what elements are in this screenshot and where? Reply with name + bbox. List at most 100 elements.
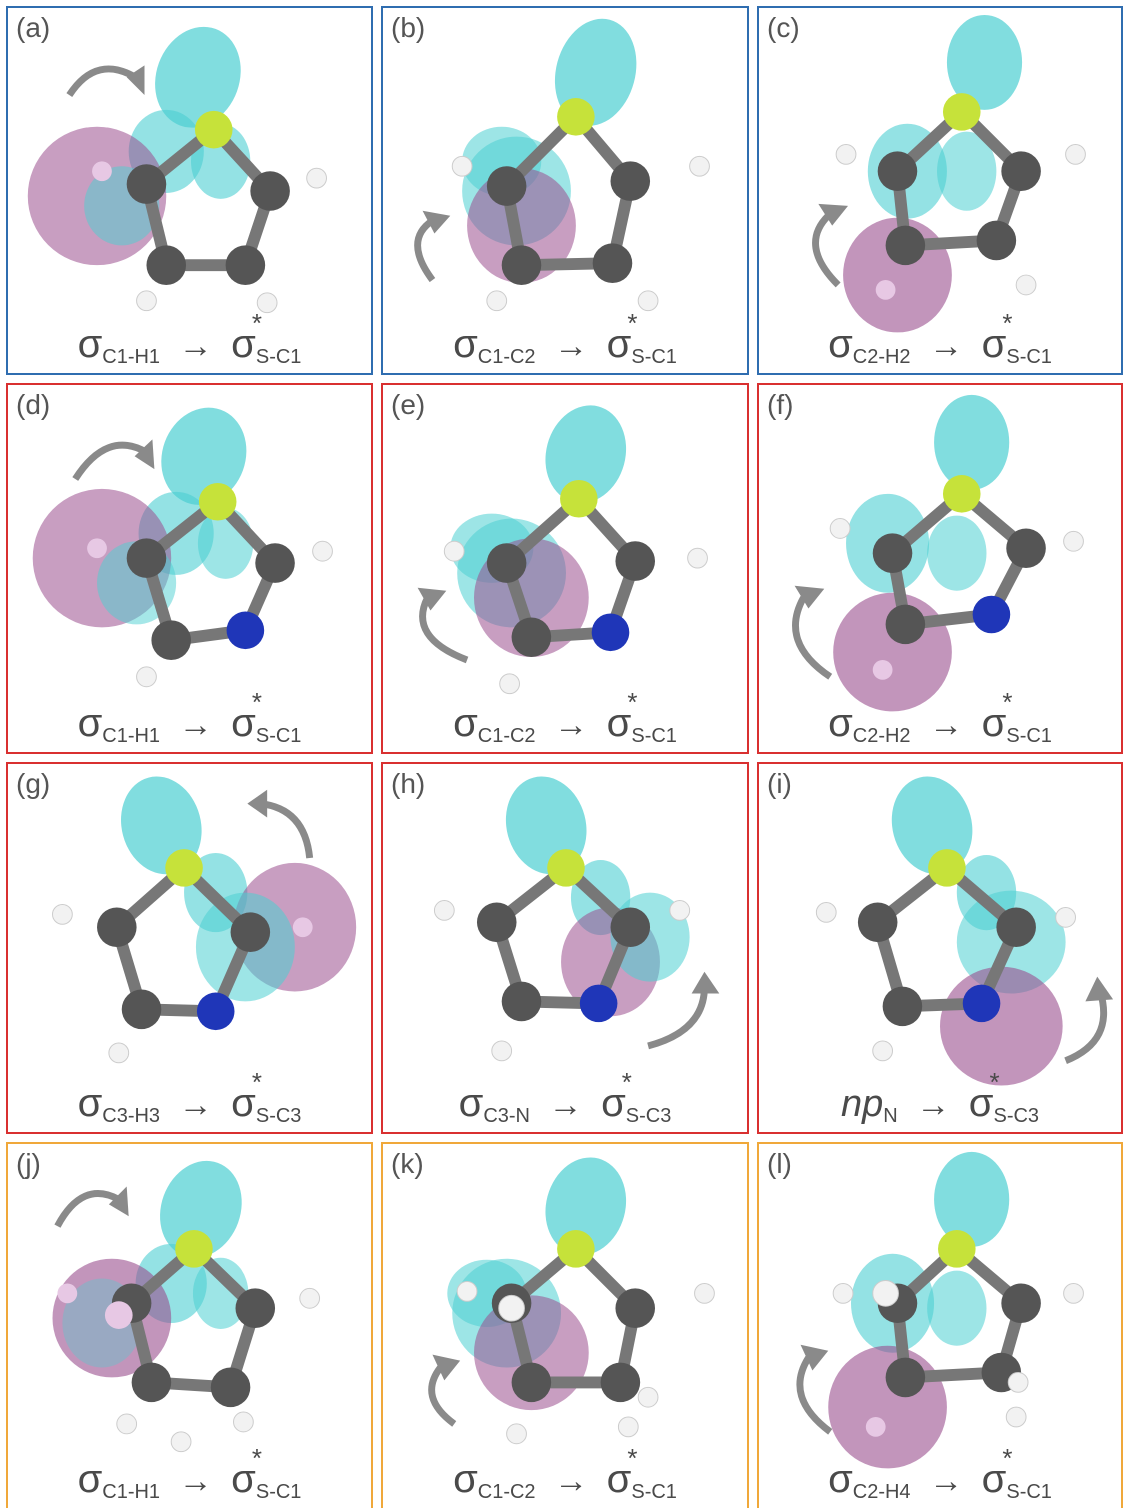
acceptor-symbol: σ xyxy=(606,1457,632,1501)
panel-e: (e) σC1-C2 → σ*S-C1 xyxy=(381,383,749,754)
acceptor-star: * xyxy=(989,1067,1000,1097)
donor-symbol: σ xyxy=(77,1081,103,1125)
transition-caption: σC2-H4 → σ*S-C1 xyxy=(759,1445,1121,1503)
panel-k: (k) σC1-C2 → σ*S-C1 xyxy=(381,1142,749,1508)
transition-caption: σC2-H2 → σ*S-C1 xyxy=(759,689,1121,747)
panel-j: (j) σC1-H1 → σ*S-C1 xyxy=(6,1142,373,1508)
panel-g: (g) σC3-H3 → σ*S-C3 xyxy=(6,762,373,1134)
acceptor-symbol: σ xyxy=(981,1457,1007,1501)
donor-subscript: C1-C2 xyxy=(477,1481,536,1503)
acceptor-symbol: σ xyxy=(231,701,256,745)
arrow-icon: → xyxy=(178,1086,213,1124)
transition-caption: σC3-N → σ*S-C3 xyxy=(383,1069,747,1127)
acceptor-symbol: σ xyxy=(231,1457,256,1501)
molecule-orbital-diagram xyxy=(433,776,720,1062)
arrow-icon: → xyxy=(916,1086,951,1124)
acceptor-star: * xyxy=(251,308,262,338)
donor-subscript: C1-H1 xyxy=(102,725,161,747)
transition-caption: σC1-H1 → σ*S-C1 xyxy=(8,1445,371,1503)
acceptor-symbol: σ xyxy=(606,322,632,366)
transition-caption: σC1-C2 → σ*S-C1 xyxy=(383,689,747,747)
panel-i: (i) npN → σ* S-C3 xyxy=(757,762,1123,1134)
arrow-icon: → xyxy=(178,1462,213,1500)
donor-subscript: C3-H3 xyxy=(102,1105,161,1127)
donor-symbol: σ xyxy=(453,322,478,366)
donor-symbol: σ xyxy=(453,1457,478,1501)
acceptor-subscript: S-C1 xyxy=(255,1481,302,1503)
acceptor-star: * xyxy=(1002,1443,1013,1473)
arrow-icon: → xyxy=(554,706,589,744)
molecule-orbital-diagram xyxy=(815,776,1114,1086)
arrow-icon: → xyxy=(929,1462,964,1500)
acceptor-star: * xyxy=(1002,308,1013,338)
acceptor-symbol: σ xyxy=(231,1081,256,1125)
arrow-icon: → xyxy=(554,1462,589,1500)
donor-symbol: σ xyxy=(77,322,103,366)
acceptor-symbol: σ xyxy=(981,701,1007,745)
molecule-orbital-diagram xyxy=(417,405,708,695)
donor-symbol: np xyxy=(840,1083,884,1125)
acceptor-star: * xyxy=(1002,687,1013,717)
acceptor-subscript: S-C3 xyxy=(625,1105,672,1127)
transition-caption: σC1-H1 → σ*S-C1 xyxy=(8,310,371,368)
donor-symbol: σ xyxy=(77,1457,103,1501)
donor-symbol: σ xyxy=(458,1081,484,1125)
acceptor-subscript: S-C1 xyxy=(631,725,677,747)
acceptor-subscript: S-C1 xyxy=(1006,346,1052,368)
arrow-icon: → xyxy=(178,706,213,744)
arrow-icon: → xyxy=(554,327,589,365)
acceptor-subscript: S-C1 xyxy=(255,346,302,368)
panel-label: (h) xyxy=(391,768,426,799)
acceptor-subscript: S-C1 xyxy=(631,346,677,368)
acceptor-symbol: σ xyxy=(968,1081,994,1125)
donor-subscript: C1-H1 xyxy=(102,346,161,368)
molecule-orbital-diagram xyxy=(812,14,1086,333)
donor-symbol: σ xyxy=(828,1457,853,1501)
transition-caption: npN → σ* S-C3 xyxy=(759,1069,1121,1127)
panel-l: (l) σC2-H4 → σ*S-C1 xyxy=(757,1142,1123,1508)
panel-label: (c) xyxy=(767,12,800,43)
transition-caption: σC1-C2 → σ*S-C1 xyxy=(383,310,747,368)
arrow-icon: → xyxy=(178,327,213,365)
transition-caption: σC1-H1 → σ*S-C1 xyxy=(8,689,371,747)
panel-label: (f) xyxy=(767,389,794,420)
molecule-orbital-diagram xyxy=(796,1151,1084,1469)
transition-caption: σC1-C2 → σ*S-C1 xyxy=(383,1445,747,1503)
panel-label: (j) xyxy=(16,1148,41,1179)
panel-label: (e) xyxy=(391,389,426,420)
panel-c: (c) σC2-H2 → σ*S-C1 xyxy=(757,6,1123,375)
donor-subscript: C1-C2 xyxy=(477,346,536,368)
molecule-orbital-diagram xyxy=(32,407,333,688)
molecule-orbital-diagram xyxy=(792,394,1084,712)
transition-caption: σC2-H2 → σ*S-C1 xyxy=(759,310,1121,368)
transition-caption: σC3-H3 → σ*S-C3 xyxy=(8,1069,371,1127)
molecule-orbital-diagram xyxy=(428,1157,715,1445)
acceptor-subscript: S-C1 xyxy=(255,725,302,747)
acceptor-subscript: S-C3 xyxy=(993,1105,1040,1127)
panel-label: (i) xyxy=(767,768,792,799)
arrow-icon: → xyxy=(929,327,964,365)
panel-a: (a) σC1-H1 → σ*S-C1 xyxy=(6,6,373,375)
acceptor-star: * xyxy=(627,308,638,338)
panel-label: (l) xyxy=(767,1148,792,1179)
acceptor-star: * xyxy=(627,687,638,717)
panel-label: (a) xyxy=(16,12,51,43)
molecule-orbital-diagram xyxy=(414,18,710,312)
acceptor-subscript: S-C1 xyxy=(1006,1481,1052,1503)
acceptor-subscript: S-C1 xyxy=(1006,725,1052,747)
donor-subscript: N xyxy=(883,1105,898,1127)
arrow-icon: → xyxy=(929,706,964,744)
panel-label: (d) xyxy=(16,389,51,420)
donor-subscript: C2-H4 xyxy=(852,1481,911,1503)
panel-label: (g) xyxy=(16,768,51,799)
panel-h: (h) σC3-N → σ*S-C3 xyxy=(381,762,749,1134)
acceptor-star: * xyxy=(621,1067,632,1097)
molecule-orbital-diagram xyxy=(52,776,357,1064)
donor-subscript: C1-H1 xyxy=(102,1481,161,1503)
panel-label: (k) xyxy=(391,1148,424,1179)
donor-symbol: σ xyxy=(453,701,478,745)
donor-subscript: C3-N xyxy=(483,1105,530,1127)
panel-label: (b) xyxy=(391,12,426,43)
molecule-orbital-diagram xyxy=(27,26,327,314)
acceptor-subscript: S-C3 xyxy=(255,1105,302,1127)
